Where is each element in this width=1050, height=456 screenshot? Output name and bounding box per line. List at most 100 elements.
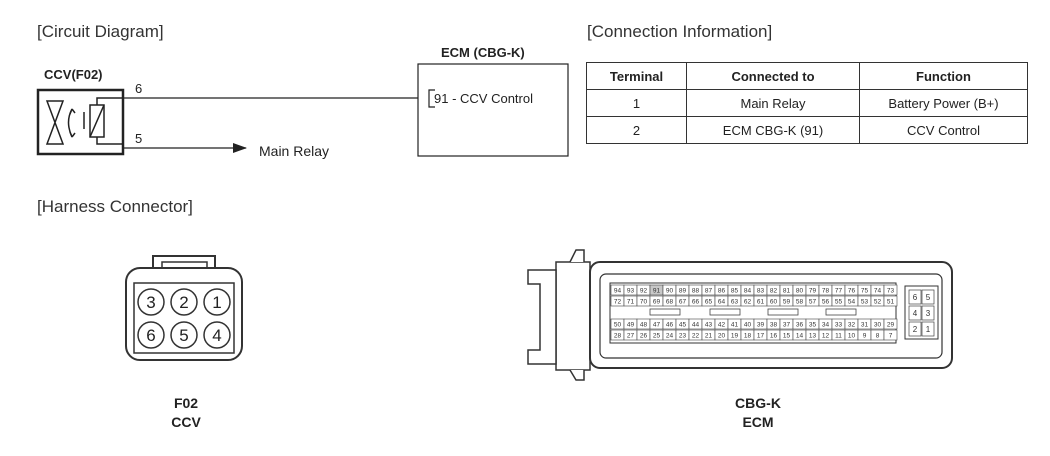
ecm-pin-number: 59 xyxy=(783,299,791,306)
ecm-pin-number: 22 xyxy=(692,333,700,340)
ecm-pin-number: 25 xyxy=(653,333,661,340)
ecm-pin-number: 30 xyxy=(874,322,882,329)
main-relay-label: Main Relay xyxy=(259,143,329,159)
ecm-pin-number: 46 xyxy=(666,322,674,329)
ecm-pin-number: 36 xyxy=(796,322,804,329)
ecm-key-slot xyxy=(709,308,741,316)
ecm-pin-number: 15 xyxy=(783,333,791,340)
ecm-pin-number: 74 xyxy=(874,288,882,295)
ecm-pin-number: 12 xyxy=(822,333,830,340)
ecm-pin-number: 51 xyxy=(887,299,895,306)
ecm-small-pin-number: 6 xyxy=(913,293,918,302)
header-function: Function xyxy=(859,62,1028,90)
ecm-pin-number: 70 xyxy=(640,299,648,306)
ecm-pin-number: 14 xyxy=(796,333,804,340)
ecm-pin-number: 27 xyxy=(627,333,635,340)
ecm-pin-number: 48 xyxy=(640,322,648,329)
ecm-small-pin-number: 3 xyxy=(926,309,931,318)
header-terminal: Terminal xyxy=(586,62,687,90)
pin-5-label: 5 xyxy=(135,131,142,146)
ecm-pin-number: 82 xyxy=(770,288,778,295)
ecm-pin-number: 77 xyxy=(835,288,843,295)
ecm-pin-number: 31 xyxy=(861,322,869,329)
ecm-pin-number: 37 xyxy=(783,322,791,329)
ecm-pin-number: 13 xyxy=(809,333,817,340)
ecm-pin-number: 69 xyxy=(653,299,661,306)
ecm-pin-number: 63 xyxy=(731,299,739,306)
header-connected-to: Connected to xyxy=(686,62,860,90)
ecm-pin-number: 10 xyxy=(848,333,856,340)
ecm-pin-number: 56 xyxy=(822,299,830,306)
ecm-pin-number: 91 xyxy=(653,288,661,295)
ecm-pin-number: 7 xyxy=(889,333,893,340)
ecm-pin-number: 8 xyxy=(876,333,880,340)
ecm-pin-number: 83 xyxy=(757,288,765,295)
ecm-component-box xyxy=(417,63,569,157)
ecm-pin-number: 35 xyxy=(809,322,817,329)
ecm-pin-number: 92 xyxy=(640,288,648,295)
ecm-key-slot xyxy=(825,308,857,316)
ecm-pin-number: 93 xyxy=(627,288,635,295)
table-row: 2 ECM CBG-K (91) CCV Control xyxy=(586,116,1028,144)
ecm-pin-number: 55 xyxy=(835,299,843,306)
harness-connector-heading: [Harness Connector] xyxy=(37,197,193,216)
ecm-pin-number: 52 xyxy=(874,299,882,306)
ecm-caption-line1: CBG-K xyxy=(735,395,781,411)
ecm-pin-number: 57 xyxy=(809,299,817,306)
f02-pin-5 xyxy=(170,321,198,349)
ecm-pin-number: 41 xyxy=(731,322,739,329)
ccv-label: CCV(F02) xyxy=(44,67,103,82)
cell-connected-to: Main Relay xyxy=(686,89,860,117)
ecm-pin-number: 26 xyxy=(640,333,648,340)
ecm-pin-number: 32 xyxy=(848,322,856,329)
cell-function: CCV Control xyxy=(859,116,1028,144)
ecm-pin-number: 90 xyxy=(666,288,674,295)
ecm-pin-number: 11 xyxy=(835,333,842,340)
f02-pin-1 xyxy=(203,288,231,316)
pin-6-label: 6 xyxy=(135,81,142,96)
f02-pin-number: 2 xyxy=(179,293,188,312)
ecm-pin-number: 78 xyxy=(822,288,830,295)
ccv-valve-symbol xyxy=(45,97,123,145)
ecm-pin-number: 40 xyxy=(744,322,752,329)
ecm-pin-number: 89 xyxy=(679,288,687,295)
ecm-pin-label: 91 - CCV Control xyxy=(434,91,533,106)
circuit-diagram-heading: [Circuit Diagram] xyxy=(37,22,164,41)
ecm-pin-number: 20 xyxy=(718,333,726,340)
connection-table: Terminal Connected to Function 1 Main Re… xyxy=(586,62,1028,144)
ecm-pin-number: 29 xyxy=(887,322,895,329)
cell-terminal: 2 xyxy=(586,116,687,144)
f02-pin-6 xyxy=(137,321,165,349)
ecm-pin-7 xyxy=(883,329,898,341)
ecm-pin-73 xyxy=(883,284,898,296)
f02-caption-line1: F02 xyxy=(174,395,198,411)
ecm-pin-number: 68 xyxy=(666,299,674,306)
ecm-pin-number: 28 xyxy=(614,333,622,340)
ecm-pin-number: 73 xyxy=(887,288,895,295)
cell-connected-to: ECM CBG-K (91) xyxy=(686,116,860,144)
f02-pin-number: 6 xyxy=(146,326,155,345)
ecm-pin-number: 16 xyxy=(770,333,778,340)
ecm-pin-number: 72 xyxy=(614,299,622,306)
ecm-pin-number: 53 xyxy=(861,299,869,306)
cell-function: Battery Power (B+) xyxy=(859,89,1028,117)
ecm-pin-number: 23 xyxy=(679,333,687,340)
f02-pin-2 xyxy=(170,288,198,316)
ecm-small-pin-number: 4 xyxy=(913,309,918,318)
ecm-key-slot xyxy=(767,308,799,316)
ecm-small-pin-5 xyxy=(921,289,935,305)
ecm-pin-number: 64 xyxy=(718,299,726,306)
ecm-pin-number: 49 xyxy=(627,322,635,329)
f02-pin-number: 5 xyxy=(179,326,188,345)
ecm-pin-number: 85 xyxy=(731,288,739,295)
ecm-pin-number: 50 xyxy=(614,322,622,329)
ecm-pin-number: 34 xyxy=(822,322,830,329)
ecm-pin-number: 42 xyxy=(718,322,726,329)
ecm-pin-number: 87 xyxy=(705,288,713,295)
ecm-pin-number: 39 xyxy=(757,322,765,329)
ecm-pin-number: 45 xyxy=(679,322,687,329)
ecm-pin-number: 62 xyxy=(744,299,752,306)
f02-pin-number: 4 xyxy=(212,326,221,345)
